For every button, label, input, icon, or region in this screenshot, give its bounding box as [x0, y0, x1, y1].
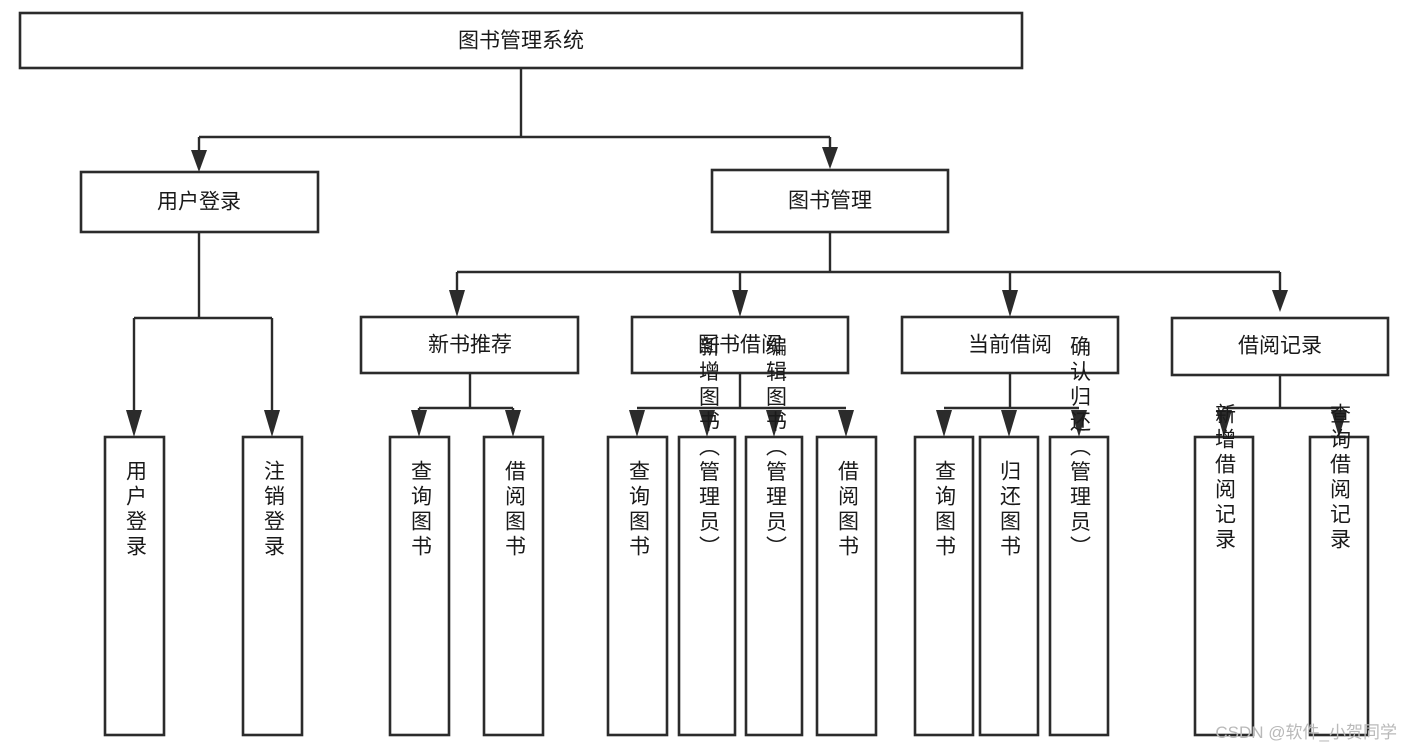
- leaf-nb-borrow-book[interactable]: 借阅图书: [482, 435, 545, 737]
- arrow-root-to-bookmgmt-icon: [822, 147, 838, 169]
- arrow-cb-leaf-2-icon: [1001, 410, 1017, 437]
- leaf-cb-return-book-label: 归还图书: [998, 460, 1022, 560]
- arrow-nb-leaf-2-icon: [505, 410, 521, 437]
- leaf-rc-query-record-box[interactable]: [1308, 435, 1370, 737]
- node-current-borrow[interactable]: 当前借阅: [900, 315, 1120, 375]
- leaf-bw-edit-book-label: 编辑图书（管理员）: [764, 336, 788, 561]
- arrow-nb-leaf-1-icon: [411, 410, 427, 437]
- node-book-management-label: 图书管理: [788, 190, 872, 213]
- node-current-borrow-box[interactable]: [900, 315, 1120, 375]
- leaf-bw-add-book-box[interactable]: [677, 435, 737, 737]
- node-root-label: 图书管理系统: [458, 30, 584, 53]
- leaf-rc-add-record-label: 新增借阅记录: [1213, 403, 1237, 553]
- node-current-borrow-label: 当前借阅: [968, 334, 1052, 357]
- node-book-borrow-box[interactable]: [630, 315, 850, 375]
- arrow-login-leaf-2-icon: [264, 410, 280, 437]
- node-book-borrow-label: 图书借阅: [698, 334, 782, 357]
- arrow-bw-leaf-2-icon: [699, 410, 715, 437]
- csdn-watermark: CSDN @软件_小贺同学: [1215, 723, 1397, 742]
- node-book-management[interactable]: 图书管理: [710, 168, 950, 234]
- node-new-book-recommend-box[interactable]: [359, 315, 580, 375]
- arrow-bw-leaf-3-icon: [766, 410, 782, 437]
- leaf-cb-confirm-return-label: 确认归还（管理员）: [1068, 336, 1092, 561]
- connector-group-borrow: [629, 373, 854, 437]
- leaf-nb-query-book[interactable]: 查询图书: [388, 435, 451, 737]
- leaf-user-login-box[interactable]: [103, 435, 166, 737]
- leaf-nb-borrow-book-label: 借阅图书: [503, 460, 527, 560]
- leaf-nb-borrow-book-box[interactable]: [482, 435, 545, 737]
- node-borrow-record-label: 借阅记录: [1238, 335, 1322, 358]
- node-book-management-box[interactable]: [710, 168, 950, 234]
- leaf-cb-return-book[interactable]: 归还图书: [978, 435, 1040, 737]
- leaf-logout-label: 注销登录: [262, 460, 286, 560]
- arrow-bm-to-newbook-icon: [449, 290, 465, 317]
- arrow-root-to-login-icon: [191, 150, 207, 172]
- leaf-bw-borrow-book[interactable]: 借阅图书: [815, 435, 878, 737]
- arrow-cb-leaf-1-icon: [936, 410, 952, 437]
- arrow-bm-to-borrow-icon: [732, 290, 748, 317]
- node-new-book-recommend-label: 新书推荐: [428, 334, 512, 357]
- leaf-cb-query-book-box[interactable]: [913, 435, 975, 737]
- node-root[interactable]: 图书管理系统: [18, 11, 1024, 70]
- connector-group-record: [1216, 375, 1347, 437]
- leaf-bw-borrow-book-label: 借阅图书: [836, 460, 860, 560]
- leaf-rc-query-record-label: 查询借阅记录: [1328, 403, 1352, 553]
- node-borrow-record-box[interactable]: [1170, 316, 1390, 377]
- arrow-rc-leaf-1-icon: [1216, 410, 1232, 437]
- connector-group-bookmgmt: [449, 232, 1288, 317]
- leaf-rc-add-record-box[interactable]: [1193, 435, 1255, 737]
- leaf-bw-query-book-box[interactable]: [606, 435, 669, 737]
- connector-group-newbook: [411, 373, 521, 437]
- leaf-bw-add-book-label: 新增图书（管理员）: [697, 336, 721, 561]
- node-new-book-recommend[interactable]: 新书推荐: [359, 315, 580, 375]
- node-user-login[interactable]: 用户登录: [79, 170, 320, 234]
- arrow-bw-leaf-1-icon: [629, 410, 645, 437]
- leaf-logout[interactable]: 注销登录: [241, 435, 304, 737]
- leaf-bw-borrow-book-box[interactable]: [815, 435, 878, 737]
- node-user-login-box[interactable]: [79, 170, 320, 234]
- leaf-rc-add-record[interactable]: 新增借阅记录: [1193, 403, 1255, 737]
- arrow-bm-to-current-icon: [1002, 290, 1018, 317]
- arrow-login-leaf-1-icon: [126, 410, 142, 437]
- leaf-rc-query-record[interactable]: 查询借阅记录: [1308, 403, 1370, 737]
- leaf-nb-query-book-box[interactable]: [388, 435, 451, 737]
- node-root-box[interactable]: [18, 11, 1024, 70]
- leaf-cb-return-book-box[interactable]: [978, 435, 1040, 737]
- arrow-cb-leaf-3-icon: [1071, 410, 1087, 437]
- leaf-nb-query-book-label: 查询图书: [409, 460, 433, 560]
- leaf-bw-edit-book-box[interactable]: [744, 435, 804, 737]
- leaf-bw-query-book[interactable]: 查询图书: [606, 435, 669, 737]
- node-borrow-record[interactable]: 借阅记录: [1170, 316, 1390, 377]
- leaf-cb-query-book[interactable]: 查询图书: [913, 435, 975, 737]
- leaf-user-login-label: 用户登录: [124, 460, 148, 560]
- leaf-cb-confirm-return-box[interactable]: [1048, 435, 1110, 737]
- node-book-borrow[interactable]: 图书借阅: [630, 315, 850, 375]
- node-user-login-label: 用户登录: [157, 191, 241, 214]
- arrow-rc-leaf-2-icon: [1331, 410, 1347, 437]
- leaf-cb-confirm-return[interactable]: 确认归还（管理员）: [1048, 336, 1110, 737]
- leaf-user-login[interactable]: 用户登录: [103, 435, 166, 737]
- leaf-bw-query-book-label: 查询图书: [627, 460, 651, 560]
- leaf-cb-query-book-label: 查询图书: [933, 460, 957, 560]
- connector-group-root: [191, 68, 838, 172]
- leaf-bw-edit-book[interactable]: 编辑图书（管理员）: [744, 336, 804, 737]
- connector-group-login: [126, 232, 280, 437]
- connector-group-current: [936, 373, 1087, 437]
- arrow-bw-leaf-4-icon: [838, 410, 854, 437]
- leaf-bw-add-book[interactable]: 新增图书（管理员）: [677, 336, 737, 737]
- leaf-logout-box[interactable]: [241, 435, 304, 737]
- arrow-bm-to-record-icon: [1272, 290, 1288, 312]
